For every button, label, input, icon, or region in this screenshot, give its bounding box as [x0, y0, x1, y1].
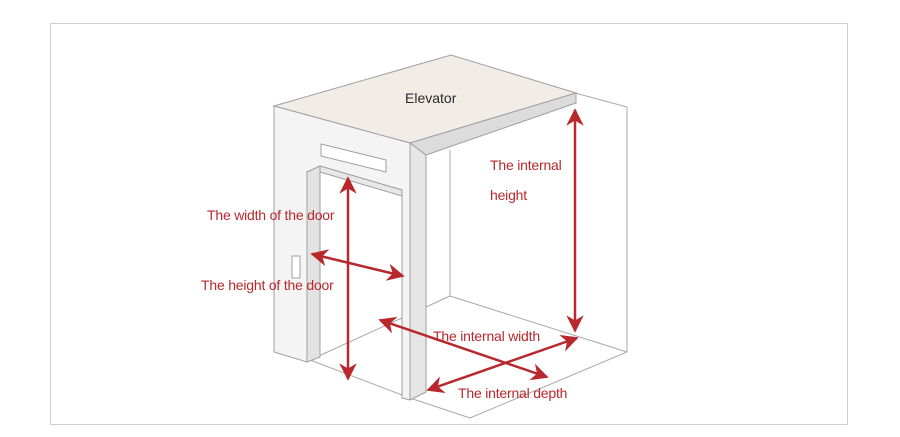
floor-indicator — [320, 143, 387, 173]
internal-depth-label: The internal depth — [458, 385, 568, 401]
door-width-arrow — [310, 249, 405, 281]
door-width-label: The width of the door — [207, 207, 335, 223]
call-button-panel — [291, 255, 301, 279]
right-pillar — [409, 142, 427, 401]
door-height-label: The height of the door — [201, 277, 334, 293]
door-left-jamb — [306, 165, 321, 363]
door-top-jamb — [319, 165, 403, 197]
internal-height-label-line1: The internal — [490, 157, 562, 173]
internal-depth-arrow — [378, 316, 549, 381]
internal-width-label: The internal width — [433, 328, 540, 344]
elevator-title: Elevator — [405, 90, 457, 106]
internal-height-label-line2: height — [490, 187, 527, 203]
front-wall — [273, 105, 427, 401]
